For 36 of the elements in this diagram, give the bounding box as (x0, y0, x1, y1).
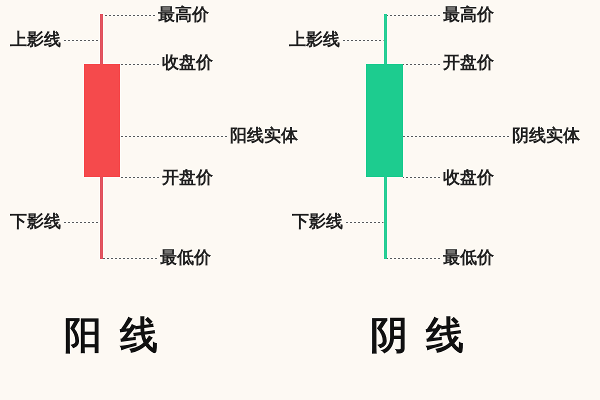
callout-label: 收盘价 (440, 168, 497, 188)
callout-label: 开盘价 (159, 168, 216, 188)
lower-wick (100, 177, 102, 259)
callout-label: 最低价 (440, 248, 497, 268)
leader-line (386, 258, 440, 259)
callout-label: 开盘价 (440, 53, 497, 73)
callout-label: 下影线 (289, 212, 346, 232)
callout-label: 收盘价 (159, 53, 216, 73)
leader-line (402, 177, 440, 178)
leader-line (386, 15, 440, 16)
callout-label: 最低价 (157, 248, 214, 268)
callout-label: 阴线实体 (509, 126, 583, 146)
leader-line (346, 222, 384, 223)
leader-line (120, 136, 228, 137)
leader-line (102, 258, 158, 259)
leader-line (402, 64, 440, 65)
upper-wick (384, 14, 387, 64)
leader-line (120, 177, 160, 178)
candle-body (84, 64, 120, 177)
candle-title: 阳线 (64, 312, 176, 358)
callout-label: 最高价 (440, 5, 497, 25)
leader-line (402, 136, 510, 137)
candle-title: 阴线 (370, 312, 482, 358)
callout-label: 阳线实体 (227, 126, 301, 146)
callout-label: 上影线 (286, 30, 343, 50)
callout-label: 最高价 (155, 5, 212, 25)
leader-line (64, 40, 100, 41)
lower-wick (384, 177, 387, 259)
callout-label: 下影线 (7, 212, 64, 232)
leader-line (64, 222, 100, 223)
leader-line (102, 15, 156, 16)
callout-label: 上影线 (7, 30, 64, 50)
upper-wick (100, 14, 102, 64)
leader-line (120, 64, 160, 65)
candle-body (366, 64, 403, 177)
leader-line (342, 40, 384, 41)
